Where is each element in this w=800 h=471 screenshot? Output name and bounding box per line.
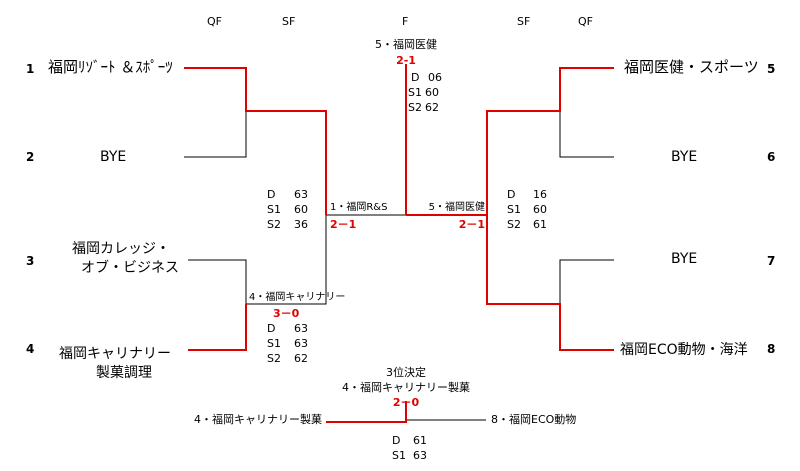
left-final-set-d-val: 63 (294, 188, 308, 201)
right-final-set-s1-key: S1 (507, 203, 521, 216)
seed-7: 7 (767, 254, 776, 268)
round-header-left-qf: QF (207, 15, 222, 28)
losing-paths (184, 111, 614, 421)
team-4-name-line2: 製菓調理 (96, 365, 152, 381)
third-set-d-key: D (392, 434, 401, 447)
left-final-set-d-key: D (267, 188, 276, 201)
third-place-title: 3位決定 (386, 366, 426, 379)
third-place-left-team: 4・福岡キャリナリー製菓 (194, 413, 322, 426)
seed-2: 2 (26, 150, 35, 164)
final-set-d-val: 06 (428, 71, 442, 84)
final-set-s1-val: 60 (425, 86, 439, 99)
right-final-winner-label: 5・福岡医健 (428, 202, 485, 213)
final-set-s2-key: S2 (408, 101, 422, 114)
right-final-set-s2-val: 61 (533, 218, 547, 231)
left-final-set-s2-val: 36 (294, 218, 308, 231)
team-3-name-line1: 福岡カレッジ・ (72, 241, 170, 257)
left-final-score: 2－1 (330, 218, 357, 231)
left-sf-winner-label: 4・福岡キャリナリー (249, 292, 346, 303)
third-place-winner-label: 4・福岡キャリナリー製菓 (342, 381, 470, 394)
winning-paths (184, 64, 614, 423)
round-header-final: F (402, 15, 409, 28)
team-2-name: BYE (100, 149, 127, 165)
seed-8: 8 (767, 342, 776, 356)
team-1-name: 福岡ﾘｿﾞｰﾄ ＆ｽﾎﾟｰﾂ (48, 58, 173, 76)
team-3-name-line2: オブ・ビジネス (81, 260, 179, 276)
right-final-set-d-key: D (507, 188, 516, 201)
left-final-set-s1-val: 60 (294, 203, 308, 216)
final-set-s2-val: 62 (425, 101, 439, 114)
line-left-semi-lower (246, 215, 327, 305)
round-header-left-sf: SF (282, 15, 296, 28)
third-set-s1-val: 63 (413, 449, 427, 462)
round-header-right-sf: SF (517, 15, 531, 28)
line-team1-win (184, 67, 327, 215)
line-team6 (559, 111, 614, 158)
line-team5-win (486, 67, 614, 215)
team-5-name: 福岡医健・スポーツ (624, 58, 759, 76)
right-final-set-s1-val: 60 (533, 203, 547, 216)
right-final-set-d-val: 16 (533, 188, 547, 201)
final-winner-label: 5・福岡医健 (375, 38, 437, 51)
seed-3: 3 (26, 254, 35, 268)
final-set-d-key: D (411, 71, 420, 84)
line-team8-win (486, 215, 614, 351)
right-final-score: 2－1 (458, 218, 485, 231)
team-4-name-line1: 福岡キャリナリー (59, 346, 171, 362)
round-header-right-qf: QF (578, 15, 593, 28)
seed-5: 5 (767, 62, 776, 76)
team-7-name: BYE (671, 251, 698, 267)
right-final-set-s2-key: S2 (507, 218, 521, 231)
line-team3 (188, 259, 247, 304)
left-sf-score: 3－0 (273, 307, 300, 320)
left-sf-set-s1-val: 63 (294, 337, 308, 350)
seed-4: 4 (26, 342, 35, 356)
line-third-left (326, 401, 407, 423)
left-final-set-s1-key: S1 (267, 203, 281, 216)
final-score: 2-1 (396, 54, 416, 67)
left-sf-set-d-val: 63 (294, 322, 308, 335)
line-team2 (184, 111, 247, 158)
third-set-s1-key: S1 (392, 449, 406, 462)
final-set-s1-key: S1 (408, 86, 422, 99)
third-place-score: 2－0 (392, 396, 420, 409)
left-sf-set-s2-key: S2 (267, 352, 281, 365)
left-final-set-s2-key: S2 (267, 218, 281, 231)
seed-6: 6 (767, 150, 776, 164)
third-place-right-team: 8・福岡ECO動物 (491, 413, 577, 426)
line-team7 (559, 259, 614, 304)
third-set-d-val: 61 (413, 434, 427, 447)
line-team4-win (188, 304, 247, 351)
left-sf-set-s1-key: S1 (267, 337, 281, 350)
left-final-winner-label: 1・福岡R&S (330, 202, 388, 213)
team-8-name: 福岡ECO動物・海洋 (620, 342, 748, 358)
team-6-name: BYE (671, 149, 698, 165)
seed-1: 1 (26, 62, 35, 76)
left-sf-set-s2-val: 62 (294, 352, 308, 365)
left-sf-set-d-key: D (267, 322, 276, 335)
